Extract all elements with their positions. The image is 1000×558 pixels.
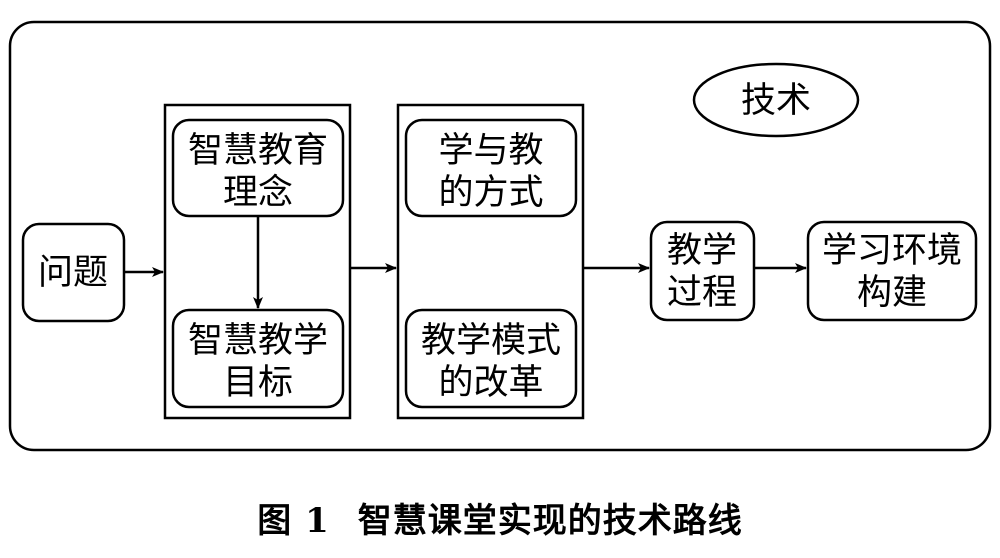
node-goal: 智慧教学 目标 [171, 308, 345, 409]
flow-diagram: 技术 问题 智慧教育 理念 智慧教学 目标 学与教 的方式 教学模式 的改革 教… [8, 20, 992, 452]
node-problem: 问题 [21, 222, 126, 323]
node-concept-line2: 理念 [223, 173, 293, 213]
node-concept-line1: 智慧教育 [188, 131, 328, 171]
node-learn-teach: 学与教 的方式 [404, 118, 578, 218]
method-reform-group [396, 103, 585, 420]
node-process: 教学 过程 [649, 220, 756, 322]
node-learn-teach-line1: 学与教 [438, 131, 543, 171]
node-environment: 学习环境 构建 [806, 220, 978, 322]
node-goal-line1: 智慧教学 [188, 321, 328, 361]
node-concept: 智慧教育 理念 [171, 118, 345, 218]
concept-goal-group [163, 103, 352, 420]
node-process-line1: 教学 [667, 231, 737, 271]
node-environment-line1: 学习环境 [822, 231, 962, 271]
node-process-line2: 过程 [667, 273, 737, 313]
technology-ellipse: 技术 [692, 62, 860, 138]
node-learn-teach-line2: 的方式 [438, 173, 543, 213]
node-environment-line2: 构建 [857, 273, 927, 313]
figure-title: 智慧课堂实现的技术路线 [357, 501, 743, 541]
node-goal-line2: 目标 [223, 363, 293, 403]
node-problem-text: 问题 [38, 253, 108, 293]
node-model-reform-line2: 的改革 [438, 363, 543, 403]
figure-number: 图 1 [257, 501, 330, 541]
node-model-reform: 教学模式 的改革 [404, 308, 578, 409]
figure-caption: 图 1 智慧课堂实现的技术路线 [0, 493, 1000, 542]
node-model-reform-line1: 教学模式 [421, 321, 561, 361]
outer-frame [8, 20, 992, 452]
technology-label: 技术 [741, 81, 811, 121]
